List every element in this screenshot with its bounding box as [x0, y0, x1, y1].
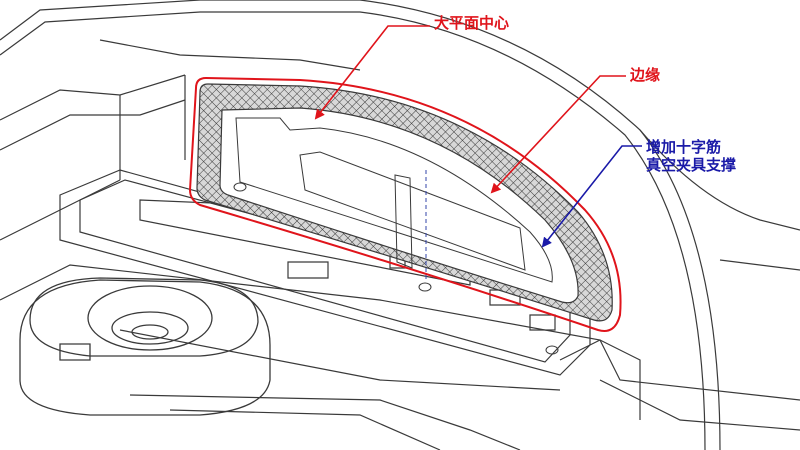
front-ledge-2	[119, 329, 561, 391]
annotation-arrows	[314, 25, 642, 248]
rim-lip	[639, 129, 800, 231]
left-wall	[0, 74, 186, 121]
tab-2	[287, 261, 329, 279]
round-well	[87, 285, 213, 351]
round-top	[29, 277, 259, 357]
round-well-core	[131, 324, 169, 340]
front-ledge	[0, 264, 800, 401]
bottom-rail	[129, 394, 521, 450]
round-component	[19, 277, 271, 416]
label-large-plane-center: 大平面中心	[434, 14, 510, 32]
round-well-inner	[111, 311, 189, 345]
top-ridge	[99, 39, 361, 71]
panel-center-slot	[299, 151, 526, 271]
panel-edge-outline	[188, 76, 622, 332]
right-base	[599, 379, 800, 431]
outer-rim-inner	[0, 11, 706, 450]
left-wall-2	[0, 99, 186, 151]
arrow-rib	[541, 145, 642, 248]
right-step	[559, 339, 641, 420]
label-edge: 边缘	[630, 66, 661, 84]
tray-inner	[79, 179, 571, 363]
tab-4	[529, 314, 556, 331]
rim-lip-2	[719, 259, 800, 271]
panel-inner-face	[219, 107, 579, 304]
cross-rib	[394, 170, 427, 282]
screw-holes	[233, 182, 559, 355]
label-cross-rib-line1: 增加十字筋	[646, 138, 722, 156]
arrow-center	[314, 25, 430, 120]
outer-rim	[0, 0, 721, 450]
label-cross-rib-line2: 真空夹具支撑	[646, 156, 737, 174]
label-cross-rib-support: 增加十字筋 真空夹具支撑	[646, 138, 736, 174]
arrow-edge	[490, 75, 626, 194]
panel-inner-recess	[235, 117, 553, 283]
round-tab	[59, 343, 91, 361]
round-base	[19, 279, 271, 416]
bottom-rail-2	[169, 409, 441, 450]
